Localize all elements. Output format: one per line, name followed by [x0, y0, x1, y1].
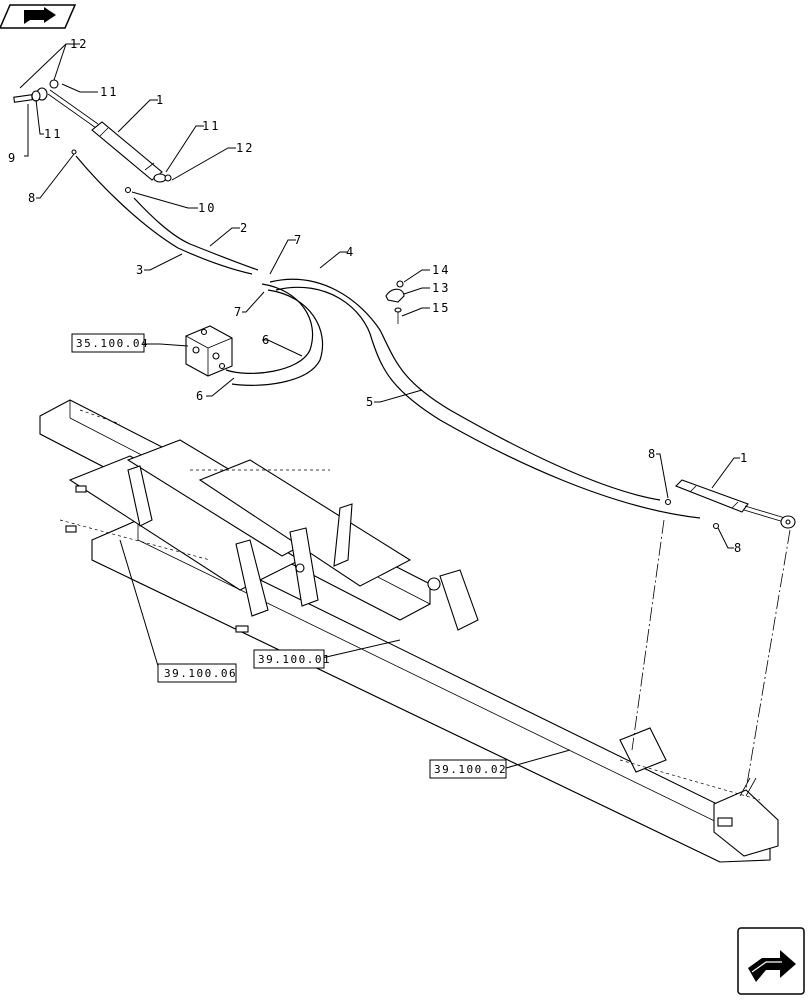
- callout-7: 7: [294, 233, 303, 247]
- callout-5: 5: [366, 395, 375, 409]
- callout-1: 1: [156, 93, 165, 107]
- callout-12: 12: [70, 37, 88, 51]
- callout-4: 4: [346, 245, 355, 259]
- callout-11: 11: [44, 127, 62, 141]
- hydraulic-cylinder-lower: [664, 479, 796, 530]
- reference-box-39-100-01[interactable]: 39.100.01: [253, 649, 331, 669]
- callout-15: 15: [432, 301, 450, 315]
- svg-text:39.100.01: 39.100.01: [258, 653, 331, 666]
- callout-8: 8: [28, 191, 37, 205]
- reference-box-39-100-02[interactable]: 39.100.02: [429, 759, 507, 779]
- callout-7: 7: [234, 305, 243, 319]
- callout-11: 11: [100, 85, 118, 99]
- callout-11: 11: [202, 119, 220, 133]
- hydraulic-cylinder-upper: [13, 79, 172, 194]
- callout-labels: 12 11 9 11 1 11 12 8 10 2 3 7 7 4 14 13 …: [8, 37, 749, 555]
- hydraulic-hoses: [75, 155, 701, 519]
- svg-text:35.100.04: 35.100.04: [76, 337, 149, 350]
- forward-arrow-icon[interactable]: [737, 927, 805, 995]
- callout-2: 2: [240, 221, 249, 235]
- callout-8: 8: [734, 541, 743, 555]
- callout-13: 13: [432, 281, 450, 295]
- callout-10: 10: [198, 201, 216, 215]
- reference-box-35-100-04[interactable]: 35.100.04: [71, 333, 149, 353]
- callout-6: 6: [196, 389, 205, 403]
- svg-text:39.100.06: 39.100.06: [164, 667, 237, 680]
- callout-14: 14: [432, 263, 450, 277]
- callout-3: 3: [136, 263, 145, 277]
- valve-block: [185, 325, 233, 377]
- callout-8: 8: [648, 447, 657, 461]
- callout-9: 9: [8, 151, 17, 165]
- svg-text:39.100.02: 39.100.02: [434, 763, 507, 776]
- leader-lines: [19, 43, 740, 769]
- toolbar-frame: [39, 399, 779, 863]
- callout-6: 6: [262, 333, 271, 347]
- reference-box-39-100-06[interactable]: 39.100.06: [157, 663, 237, 683]
- callout-12: 12: [236, 141, 254, 155]
- alignment-lines: [59, 409, 791, 801]
- hose-clamp: [385, 280, 405, 324]
- callout-1: 1: [740, 451, 749, 465]
- back-arrow-icon[interactable]: [0, 4, 77, 29]
